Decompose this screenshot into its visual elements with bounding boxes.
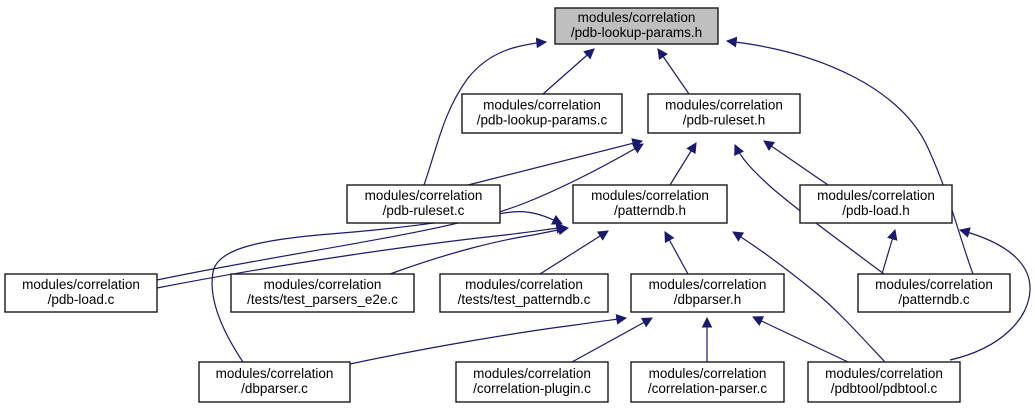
node-label-line1: modules/correlation	[825, 366, 943, 381]
graph-node-dbparser-c[interactable]: modules/correlation/dbparser.c	[198, 361, 351, 403]
node-box[interactable]	[630, 361, 785, 403]
graph-edge-patterndb-c-to-pdb-ruleset-h	[734, 144, 885, 275]
graph-edge-patterndb-h-to-pdb-ruleset-h	[669, 142, 697, 186]
graph-edge-patterndb-c-to-pdb-load-h	[881, 228, 898, 275]
graph-edge-pdb-ruleset-h-to-pdb-lookup-params-h	[657, 48, 690, 95]
edges-layer	[156, 36, 1031, 365]
node-label-line2: /pdbtool/pdbtool.c	[831, 381, 938, 396]
node-label-line1: modules/correlation	[875, 277, 993, 292]
node-label-line2: /patterndb.c	[898, 292, 970, 307]
node-label-line1: modules/correlation	[473, 366, 591, 381]
node-label-line2: /pdb-ruleset.c	[383, 203, 465, 218]
node-box[interactable]	[230, 273, 415, 313]
graph-node-pdb-lookup-params-h[interactable]: modules/correlation/pdb-lookup-params.h	[554, 7, 719, 45]
node-label-line2: /pdb-lookup-params.c	[477, 113, 608, 128]
graph-edge-patterndb-c-to-pdb-lookup-params-h	[725, 36, 974, 275]
node-label-line1: modules/correlation	[465, 277, 583, 292]
node-box[interactable]	[439, 273, 609, 313]
node-label-line2: /correlation-parser.c	[648, 381, 768, 396]
graph-edge-dbparser-c-to-patterndb-h	[211, 211, 563, 363]
node-label-line1: modules/correlation	[591, 188, 709, 203]
node-label-line1: modules/correlation	[665, 98, 783, 113]
node-label-line2: /correlation-plugin.c	[473, 381, 591, 396]
node-label-line2: /tests/test_parsers_e2e.c	[247, 292, 398, 307]
node-label-line1: modules/correlation	[649, 366, 767, 381]
node-label-line2: /pdb-lookup-params.h	[571, 25, 702, 40]
highlighted-node-box[interactable]	[554, 7, 719, 45]
graph-node-pdb-load-h[interactable]: modules/correlation/pdb-load.h	[799, 184, 953, 224]
graph-edge-pdbtool-pdbtool-c-to-patterndb-h	[732, 231, 886, 363]
graph-node-test-patterndb-c[interactable]: modules/correlation/tests/test_patterndb…	[439, 273, 609, 313]
node-label-line2: /pdb-load.h	[842, 203, 910, 218]
graph-edge-pdbtool-pdbtool-c-to-dbparser-h	[752, 316, 849, 363]
graph-edge-test-parsers-e2e-c-to-patterndb-h	[389, 224, 570, 275]
node-box[interactable]	[572, 184, 728, 224]
node-label-line1: modules/correlation	[649, 277, 767, 292]
node-box[interactable]	[4, 273, 158, 313]
graph-edge-correlation-plugin-c-to-dbparser-h	[571, 317, 653, 363]
node-label-line1: modules/correlation	[483, 98, 601, 113]
graph-node-patterndb-c[interactable]: modules/correlation/patterndb.c	[857, 273, 1011, 313]
node-box[interactable]	[198, 361, 351, 403]
graph-node-pdb-lookup-params-c[interactable]: modules/correlation/pdb-lookup-params.c	[461, 93, 623, 134]
graph-node-pdb-load-c[interactable]: modules/correlation/pdb-load.c	[4, 273, 158, 313]
node-label-line1: modules/correlation	[264, 277, 382, 292]
node-label-line1: modules/correlation	[817, 188, 935, 203]
graph-node-pdb-ruleset-h[interactable]: modules/correlation/pdb-ruleset.h	[647, 93, 801, 134]
graph-edge-pdb-ruleset-c-to-pdb-lookup-params-h	[423, 37, 548, 186]
node-label-line2: /patterndb.h	[614, 203, 686, 218]
node-label-line2: /pdb-ruleset.h	[683, 113, 766, 128]
graph-edge-pdb-lookup-params-c-to-pdb-lookup-params-h	[542, 48, 595, 95]
graph-edge-pdb-load-c-to-patterndb-h	[156, 222, 568, 289]
node-label-line1: modules/correlation	[22, 277, 140, 292]
graph-node-dbparser-h[interactable]: modules/correlation/dbparser.h	[630, 273, 785, 313]
graph-node-pdbtool-pdbtool-c[interactable]: modules/correlation/pdbtool/pdbtool.c	[807, 361, 961, 403]
graph-node-patterndb-h[interactable]: modules/correlation/patterndb.h	[572, 184, 728, 224]
graph-edge-pdb-ruleset-c-to-pdb-ruleset-h	[467, 138, 644, 186]
node-box[interactable]	[857, 273, 1011, 313]
node-label-line1: modules/correlation	[216, 366, 334, 381]
node-label-line1: modules/correlation	[578, 10, 696, 25]
node-box[interactable]	[807, 361, 961, 403]
node-box[interactable]	[346, 184, 501, 224]
node-label-line2: /dbparser.c	[241, 381, 308, 396]
graph-node-test-parsers-e2e-c[interactable]: modules/correlation/tests/test_parsers_e…	[230, 273, 415, 313]
node-box[interactable]	[461, 93, 623, 134]
graph-node-correlation-parser-c[interactable]: modules/correlation/correlation-parser.c	[630, 361, 785, 403]
graph-node-correlation-plugin-c[interactable]: modules/correlation/correlation-plugin.c	[455, 361, 609, 403]
node-box[interactable]	[455, 361, 609, 403]
graph-node-pdb-ruleset-c[interactable]: modules/correlation/pdb-ruleset.c	[346, 184, 501, 224]
node-label-line1: modules/correlation	[365, 188, 483, 203]
nodes-layer: modules/correlation/pdb-lookup-params.hm…	[4, 7, 1011, 403]
graph-edge-pdb-load-h-to-pdb-ruleset-h	[763, 140, 829, 186]
node-box[interactable]	[799, 184, 953, 224]
node-box[interactable]	[647, 93, 801, 134]
graph-edge-dbparser-h-to-patterndb-h	[664, 231, 689, 275]
graph-edge-test-patterndb-c-to-patterndb-h	[539, 230, 609, 275]
graph-edge-pdbtool-pdbtool-c-to-pdb-load-h	[949, 227, 1031, 361]
node-label-line2: /dbparser.h	[674, 292, 742, 307]
graph-edge-dbparser-c-to-dbparser-h	[349, 314, 628, 365]
node-label-line2: /tests/test_patterndb.c	[458, 292, 591, 307]
node-label-line2: /pdb-load.c	[48, 292, 115, 307]
node-box[interactable]	[630, 273, 785, 313]
